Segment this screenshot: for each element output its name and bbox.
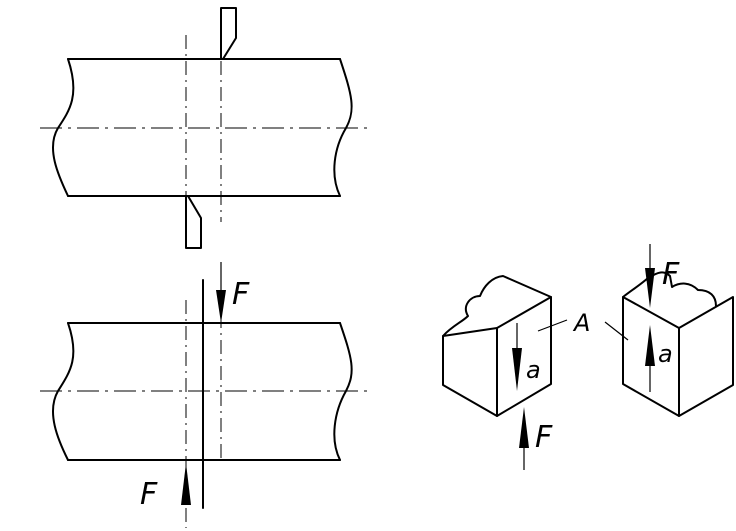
force-top: F [216, 262, 250, 323]
force-bottom-label: F [140, 477, 158, 512]
stress-left-label: a [526, 356, 541, 384]
stress-left-arrowhead [512, 348, 522, 391]
force-block-right-arrowhead [645, 268, 655, 308]
right-block-broken-top [622, 271, 717, 307]
upper-cutting-tool [220, 7, 237, 60]
force-block-right-label: F [662, 257, 680, 292]
force-block-left-arrowhead [519, 407, 529, 448]
bottom-shaft [40, 262, 368, 528]
right-block: F a [622, 244, 734, 417]
stress-right-arrowhead [645, 325, 655, 366]
force-top-arrowhead [216, 290, 226, 323]
callout-leader-right [604, 321, 629, 341]
lower-cutter-blade [185, 195, 202, 249]
shear-plane-label: A [572, 309, 590, 337]
force-bottom: F [140, 463, 191, 512]
callout-leader-left [537, 319, 568, 332]
upper-cutter-blade [220, 7, 237, 60]
lower-cutting-tool [185, 195, 202, 249]
left-block-broken-top [442, 275, 552, 337]
top-shaft [40, 35, 368, 222]
shear-plane-callout: A [537, 309, 629, 341]
force-top-label: F [232, 277, 250, 312]
force-bottom-arrowhead [181, 463, 191, 505]
left-block: a F [442, 275, 553, 470]
force-block-left-label: F [535, 420, 553, 455]
stress-right-label: a [658, 340, 673, 368]
